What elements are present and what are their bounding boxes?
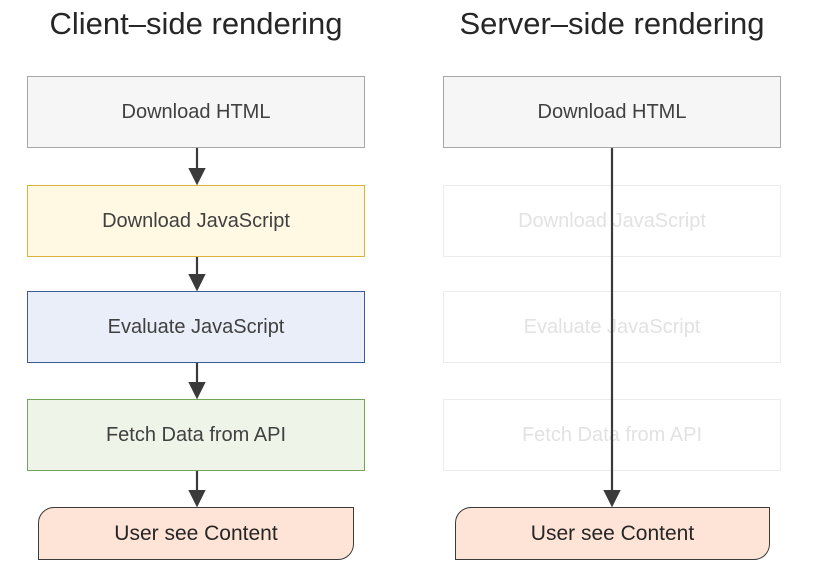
client-side-title: Client–side rendering (49, 6, 343, 41)
client-step-label: Evaluate JavaScript (107, 315, 285, 338)
client-result-user-see-content: User see Content (38, 507, 354, 560)
server-side-title: Server–side rendering (459, 6, 765, 41)
server-step-download-javascript-skipped: Download JavaScript (443, 185, 781, 257)
server-step-evaluate-javascript-skipped: Evaluate JavaScript (443, 291, 781, 363)
server-step-download-html: Download HTML (443, 76, 781, 148)
server-step-fetch-data-skipped: Fetch Data from API (443, 399, 781, 471)
server-step-label: Download JavaScript (518, 209, 706, 232)
client-step-label: Download HTML (121, 100, 271, 123)
server-result-user-see-content: User see Content (455, 507, 770, 560)
client-step-fetch-data: Fetch Data from API (27, 399, 365, 471)
client-step-download-javascript: Download JavaScript (27, 185, 365, 257)
client-step-label: Fetch Data from API (105, 423, 287, 446)
server-step-label: Evaluate JavaScript (523, 315, 701, 338)
server-result-label: User see Content (530, 521, 695, 545)
client-result-label: User see Content (114, 521, 278, 545)
server-step-label: Fetch Data from API (521, 423, 703, 446)
server-step-label: Download HTML (537, 100, 687, 123)
client-step-download-html: Download HTML (27, 76, 365, 148)
client-step-evaluate-javascript: Evaluate JavaScript (27, 291, 365, 363)
client-step-label: Download JavaScript (102, 209, 290, 232)
